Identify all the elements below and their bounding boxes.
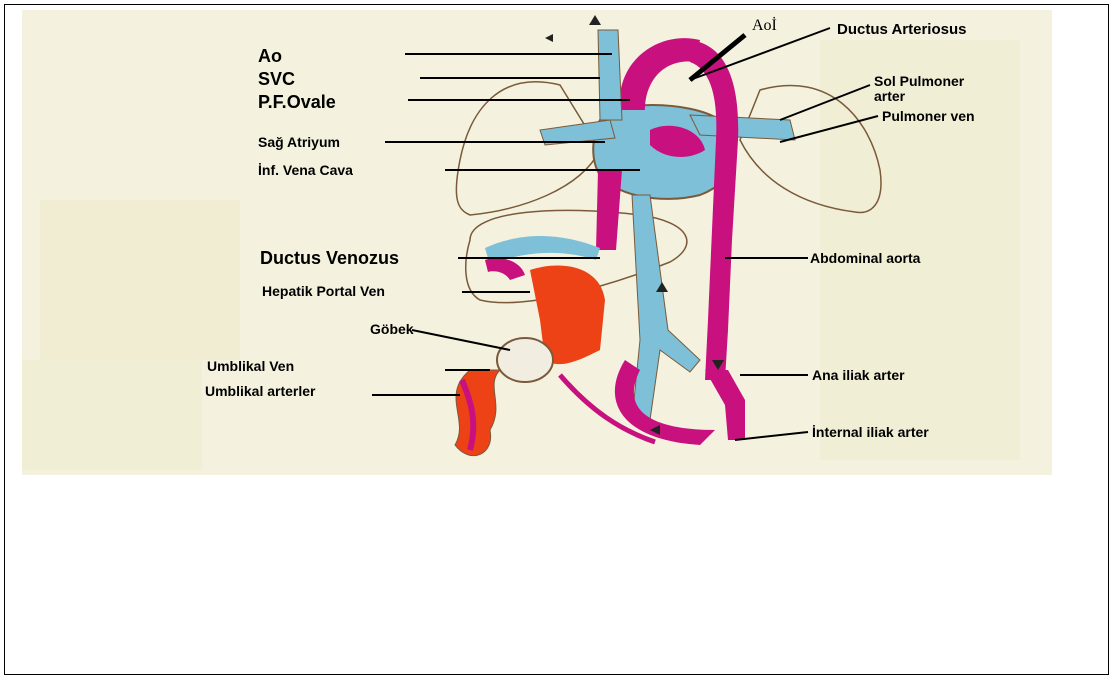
label-ductus-arteriosus: Ductus Arteriosus [837,22,966,37]
label-sag-atriyum: Sağ Atriyum [258,135,340,149]
label-umblikal-ven: Umblikal Ven [207,359,294,373]
label-hepatik-portal-ven: Hepatik Portal Ven [262,284,385,298]
label-ductus-venozus: Ductus Venozus [260,249,399,267]
label-inf-vena-cava: İnf. Vena Cava [258,163,353,177]
label-pulmoner-ven: Pulmoner ven [882,109,975,123]
label-sol-pulmoner: Sol Pulmoner [874,74,964,88]
label-ao: Ao [258,47,282,65]
label-aoi: Aoİ [752,18,777,34]
label-ana-iliak-arter: Ana iliak arter [812,368,905,382]
label-gobek: Göbek [370,322,414,336]
label-sol-pulmoner-arter: arter [874,89,905,103]
umbilicus [497,338,553,382]
svc [598,30,622,120]
label-pf-ovale: P.F.Ovale [258,93,336,111]
label-abdominal-aorta: Abdominal aorta [810,251,920,265]
label-svc: SVC [258,70,295,88]
label-internal-iliak-arter: İnternal iliak arter [812,425,929,439]
label-umblikal-arterler: Umblikal arterler [205,384,316,398]
